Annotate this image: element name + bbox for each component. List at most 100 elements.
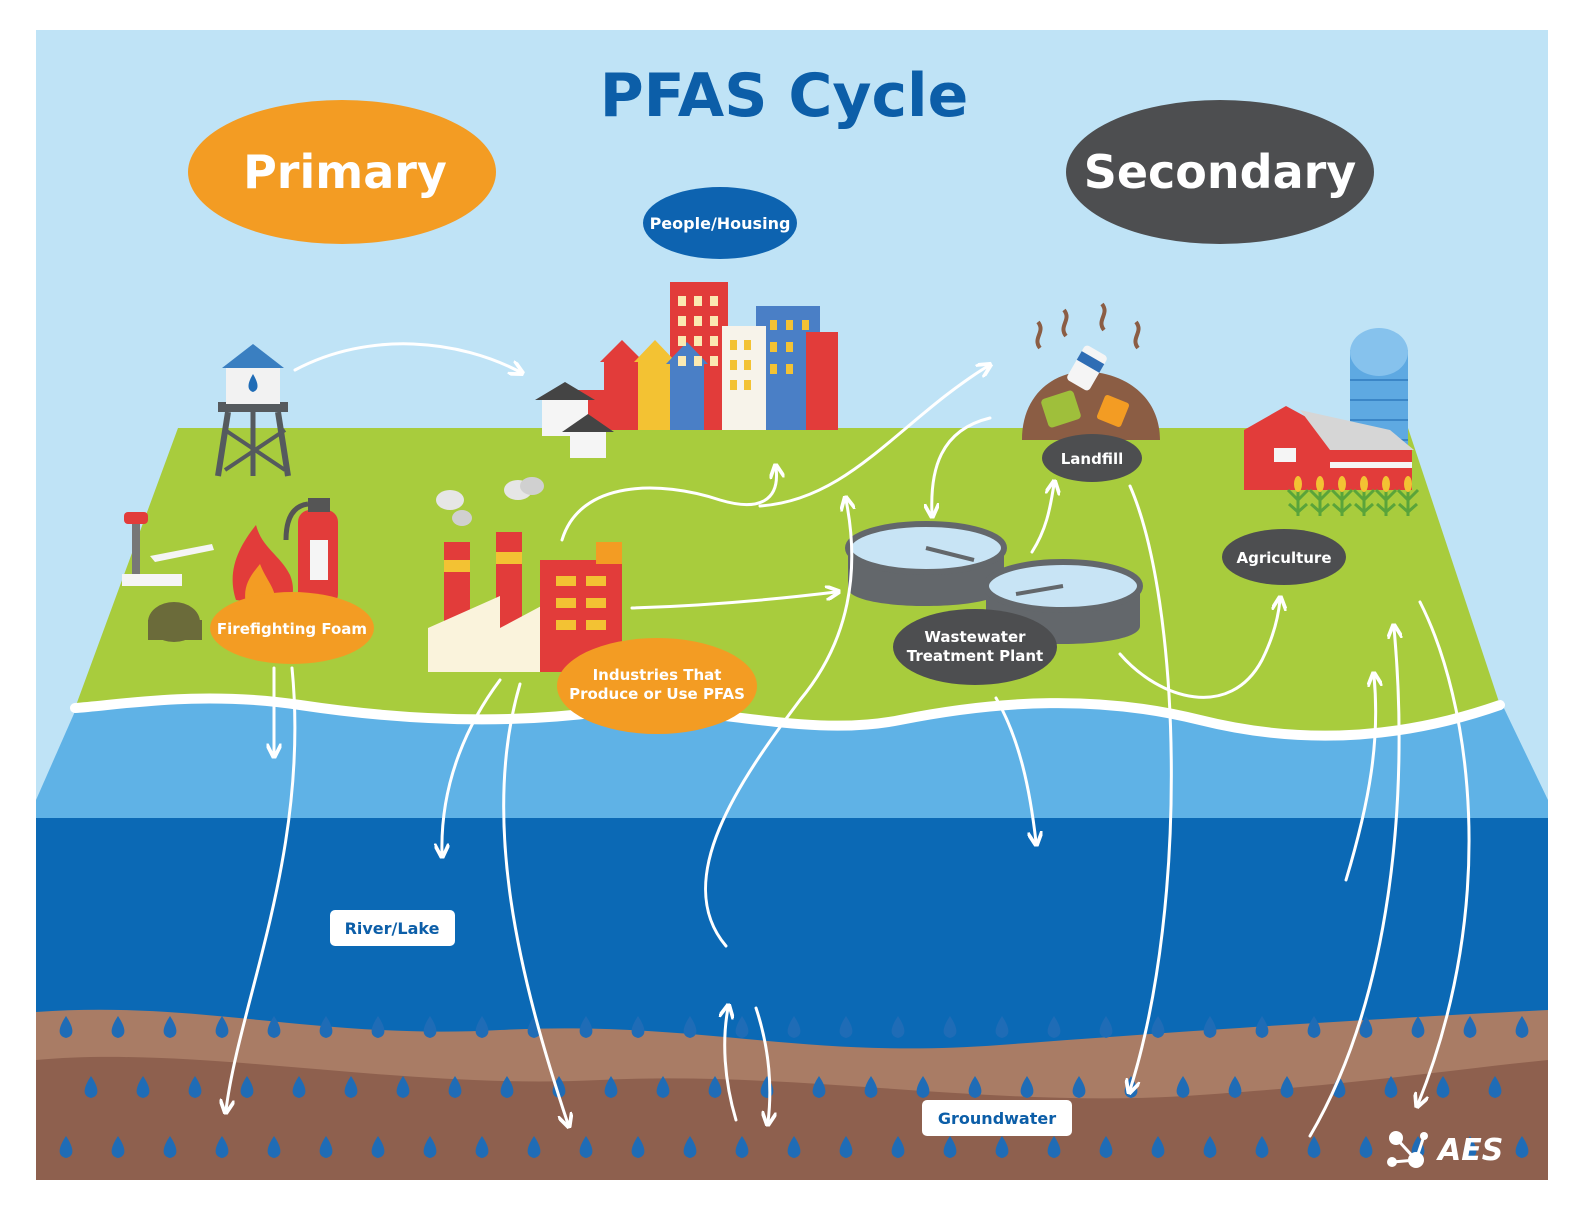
arrow-groundwater-to-agriculture xyxy=(1308,628,1399,1138)
water-drop-icon xyxy=(916,1076,930,1098)
secondary-label: Secondary xyxy=(1084,145,1357,199)
arrow-industry-to-groundwater xyxy=(502,682,568,1124)
water-drop-icon xyxy=(423,1016,437,1038)
water-drop-icon xyxy=(1411,1016,1425,1038)
water-drop-icon xyxy=(1515,1016,1529,1038)
wastewater-label-line1: Wastewater xyxy=(924,628,1026,646)
corn-plant-icon xyxy=(1396,480,1420,516)
primary-badge xyxy=(188,100,496,244)
water-drop-icon xyxy=(839,1136,853,1158)
water-drop-icon xyxy=(319,1136,333,1158)
water-drop-icon xyxy=(1280,1076,1294,1098)
arrow-wwtp-to-landfill-up xyxy=(1030,484,1054,554)
water-drop-icon xyxy=(188,1076,202,1098)
water-drop-icon xyxy=(1332,1076,1346,1098)
water-drop-icon xyxy=(968,1076,982,1098)
river-lake-label: River/Lake xyxy=(345,919,440,938)
water-drop-icon xyxy=(1463,1136,1477,1158)
wastewater-label-line2: Treatment Plant xyxy=(907,647,1043,665)
water-drop-icon xyxy=(1515,1136,1529,1158)
arrow-wwtp-to-landfill xyxy=(758,366,988,508)
water-drop-icon xyxy=(1151,1016,1165,1038)
arrow-industry-to-wwtp xyxy=(630,592,836,610)
groundwater-label: Groundwater xyxy=(938,1109,1056,1128)
arrow-industry-to-river xyxy=(442,678,502,854)
water-drop-icon xyxy=(292,1076,306,1098)
water-drop-icon xyxy=(500,1076,514,1098)
water-drop-icon xyxy=(579,1136,593,1158)
corn-cob-icon xyxy=(1404,476,1412,492)
water-drop-icon xyxy=(1099,1016,1113,1038)
agriculture-label: Agriculture xyxy=(1236,549,1331,567)
soil-bottom-layer xyxy=(36,1056,1548,1180)
water-drop-icon xyxy=(163,1136,177,1158)
water-drop-icon xyxy=(943,1016,957,1038)
water-drop-icon xyxy=(1176,1076,1190,1098)
water-drop-icon xyxy=(423,1136,437,1158)
arrow-tower-to-housing xyxy=(293,342,520,372)
industries-label-line1: Industries That xyxy=(593,666,722,684)
aes-logo: AES xyxy=(1387,1131,1503,1168)
corn-crops-icon xyxy=(1286,476,1420,516)
water-drop-icon xyxy=(1228,1076,1242,1098)
wastewater-badge xyxy=(893,609,1057,685)
groundwater-tag xyxy=(922,1100,1072,1136)
water-drop-icon xyxy=(891,1016,905,1038)
water-drop-icon xyxy=(656,1076,670,1098)
arrow-wwtp-to-agriculture xyxy=(1118,600,1280,699)
arrow-industry-to-housing xyxy=(560,468,777,542)
water-drop-icon xyxy=(1463,1016,1477,1038)
page-title: PFAS Cycle xyxy=(600,61,969,131)
corn-cob-icon xyxy=(1338,476,1346,492)
industries-badge xyxy=(557,638,757,734)
water-drop-icon xyxy=(683,1016,697,1038)
water-drop-icon xyxy=(1488,1076,1502,1098)
water-drop-icon xyxy=(864,1076,878,1098)
water-drop-icon xyxy=(1047,1136,1061,1158)
water-drop-icon xyxy=(1047,1016,1061,1038)
water-drop-icon xyxy=(943,1136,957,1158)
water-tower-icon xyxy=(215,344,291,477)
aes-logo-text: AES xyxy=(1436,1133,1503,1168)
water-drop-icon xyxy=(1203,1016,1217,1038)
arrow-agriculture-to-groundwater xyxy=(1418,600,1471,1104)
water-drop-icon xyxy=(1203,1136,1217,1158)
landfill-label: Landfill xyxy=(1061,450,1124,468)
water-drop-icon xyxy=(1255,1136,1269,1158)
fire-extinguisher-icon xyxy=(232,498,338,606)
corn-cob-icon xyxy=(1294,476,1302,492)
water-drop-icon xyxy=(787,1016,801,1038)
water-drop-icon xyxy=(240,1076,254,1098)
arrow-river-to-wwtp xyxy=(704,500,851,948)
water-drop-icon xyxy=(1255,1016,1269,1038)
water-drop-icon xyxy=(604,1076,618,1098)
water-drop-icon xyxy=(683,1136,697,1158)
water-drop-icon xyxy=(1307,1016,1321,1038)
corn-plant-icon xyxy=(1374,480,1398,516)
water-drop-icon xyxy=(1099,1136,1113,1158)
industries-label-line2: Produce or Use PFAS xyxy=(569,685,745,703)
corn-plant-icon xyxy=(1330,480,1354,516)
water-drop-icon xyxy=(136,1076,150,1098)
water-drop-icon xyxy=(475,1016,489,1038)
water-drop-icon xyxy=(631,1016,645,1038)
water-drop-icon xyxy=(1359,1016,1373,1038)
water-drop-icon xyxy=(812,1076,826,1098)
river-lake-tag xyxy=(330,910,455,946)
water-drop-icon xyxy=(111,1016,125,1038)
water-drop-icon xyxy=(839,1016,853,1038)
arrow-landfill-to-groundwater xyxy=(1130,484,1173,1090)
shoreline xyxy=(70,693,1505,741)
corn-plant-icon xyxy=(1286,480,1310,516)
arrow-river-to-agriculture xyxy=(1344,676,1376,882)
water-drop-icon xyxy=(111,1136,125,1158)
arrow-landfill-to-wwtp xyxy=(932,416,992,514)
water-drop-icon xyxy=(215,1136,229,1158)
arrow-foam-to-groundwater xyxy=(226,666,297,1110)
corn-cob-icon xyxy=(1316,476,1324,492)
arrow-groundwater-down xyxy=(754,1006,770,1122)
people-housing-badge xyxy=(643,187,797,259)
factory-icon xyxy=(428,477,622,672)
corn-cob-icon xyxy=(1382,476,1390,492)
